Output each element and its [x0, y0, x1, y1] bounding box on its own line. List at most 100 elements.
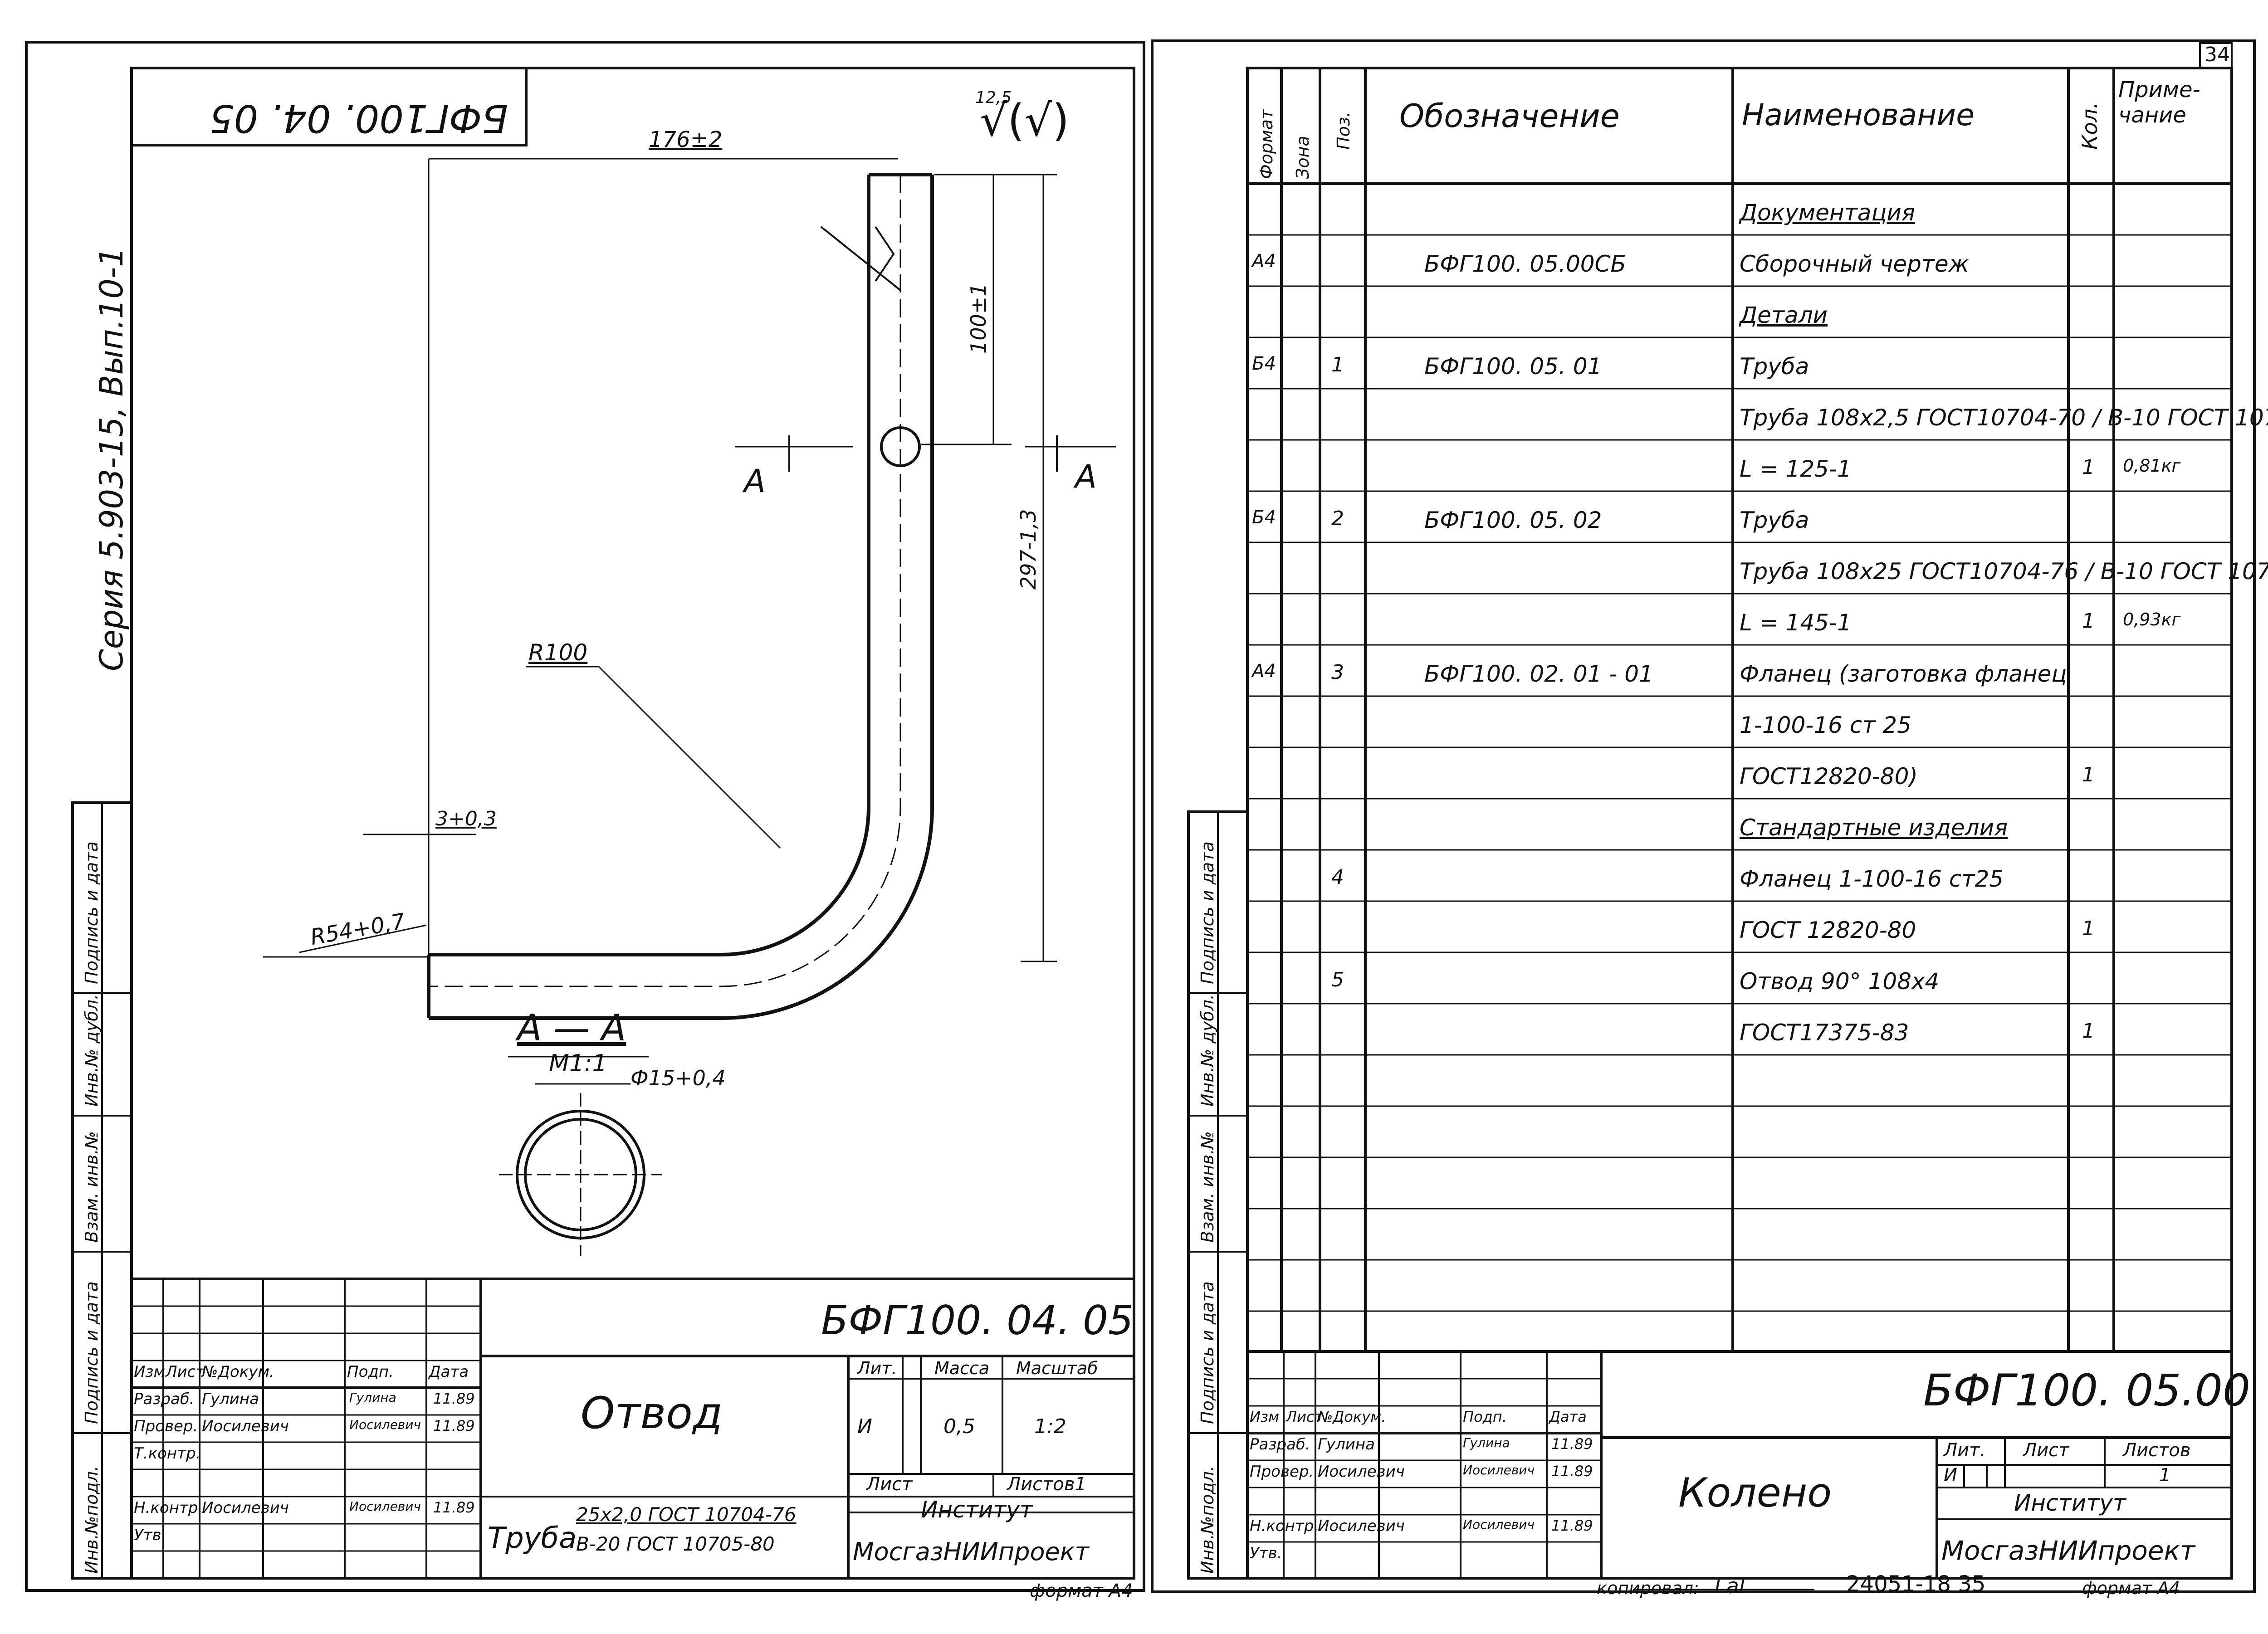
section-mark-right: A	[1075, 458, 1097, 495]
spec-h-zone: Зона	[1293, 136, 1313, 179]
left-stamp-3: Взам. инв.№	[82, 1131, 102, 1243]
spec-cell-designation: БФГ100. 05.00СБ	[1424, 251, 1626, 277]
right-tb-sheets-label: Листов	[2123, 1440, 2191, 1461]
spec-cell-name: Отвод 90° 108x4	[1740, 968, 1940, 995]
left-tb-institute-1: Институт	[921, 1497, 1033, 1523]
spec-cell-name: Документация	[1740, 200, 1915, 226]
spec-cell-name: 1-100-16 ст 25	[1740, 712, 1911, 738]
spec-cell-name: Труба 108x2,5 ГОСТ10704-70 / В-10 ГОСТ 1…	[1740, 405, 2268, 431]
doc-number: 24051-18 35	[1846, 1571, 1986, 1597]
spec-h-note: Приме-чание	[2118, 77, 2200, 128]
spec-cell-name: Труба	[1740, 507, 1809, 533]
left-tb-h1: Лист	[166, 1363, 205, 1381]
spec-cell-format: Б4	[1252, 353, 1276, 374]
left-tb-role-2: Т.контр.	[134, 1444, 201, 1463]
left-tb-mass: 0,5	[943, 1415, 975, 1438]
right-tb-code: БФГ100. 05.00	[1923, 1365, 2251, 1416]
spec-cell-designation: БФГ100. 02. 01 - 01	[1424, 661, 1653, 687]
left-tb-sign-0: Гулина	[349, 1390, 396, 1405]
right-tb-lit: И	[1944, 1465, 1957, 1486]
left-tb-h0: Изм	[134, 1363, 166, 1381]
spec-cell-name: L = 125-1	[1740, 456, 1852, 482]
rotated-code: БФГ100. 04. 05	[210, 96, 508, 141]
spec-cell-format: А4	[1252, 661, 1276, 682]
spec-cell-name: ГОСТ 12820-80	[1740, 917, 1916, 943]
right-format: формат А4	[2082, 1578, 2180, 1598]
left-tb-role-3: Н.контр.	[134, 1499, 203, 1517]
right-tb-sheets: 1	[2159, 1465, 2171, 1486]
spec-cell-name: Труба	[1740, 353, 1809, 380]
left-sheet	[25, 41, 1145, 1592]
left-stamp-1: Подпись и дата	[82, 841, 102, 984]
left-tb-institute-2: МосгазНИИпроект	[853, 1537, 1089, 1566]
dim-height-upper: 100±1	[966, 283, 991, 354]
section-title: А — А	[517, 1007, 626, 1049]
page-number: 34	[2204, 43, 2230, 66]
right-tb-date-0: 11.89	[1551, 1435, 1593, 1453]
left-format: формат А4	[1030, 1580, 1133, 1601]
right-tb-h2: №Докум.	[1318, 1408, 1386, 1425]
spec-cell-note: 0,93кг	[2123, 610, 2181, 629]
spec-cell-name: Труба 108x25 ГОСТ10704-76 / В-10 ГОСТ 10…	[1740, 558, 2268, 585]
right-tb-role-3: Н.контр.	[1250, 1517, 1319, 1535]
spec-cell-name: Сборочный чертеж	[1740, 251, 1969, 277]
spec-cell-pos: 2	[1331, 507, 1344, 530]
left-tb-name-1: Иосилевич	[202, 1417, 289, 1435]
spec-cell-qty: 1	[2082, 456, 2095, 479]
right-tb-name-0: Гулина	[1318, 1435, 1375, 1454]
left-tb-date-3: 11.89	[433, 1499, 475, 1516]
dim-radius: R100	[528, 639, 588, 666]
right-tb-lit-label: Лит.	[1944, 1440, 1986, 1461]
spec-cell-qty: 1	[2082, 1019, 2095, 1043]
left-stamp-4: Подпись и дата	[82, 1281, 102, 1424]
right-tb-sheet-label: Лист	[2023, 1440, 2069, 1461]
dim-wall: 3+0,3	[435, 807, 497, 830]
spec-cell-name: ГОСТ12820-80)	[1740, 763, 1918, 790]
right-tb-h4: Дата	[1549, 1408, 1587, 1425]
spec-cell-format: Б4	[1252, 507, 1276, 528]
right-tb-h3: Подп.	[1463, 1408, 1507, 1425]
spec-h-name: Наименование	[1742, 98, 1975, 132]
spec-cell-format: А4	[1252, 251, 1276, 272]
left-tb-scale-label: Масштаб	[1016, 1358, 1098, 1378]
left-tb-sign-1: Иосилевич	[349, 1417, 421, 1432]
spec-cell-qty: 1	[2082, 610, 2095, 633]
spec-h-qty: Кол.	[2077, 102, 2102, 150]
left-stamp-5: Инв.№подл.	[82, 1465, 102, 1574]
left-tb-date-1: 11.89	[433, 1417, 475, 1434]
spec-cell-pos: 1	[1331, 353, 1344, 376]
copied-signature: Lal	[1715, 1574, 1745, 1598]
left-tb-sheets-label: Листов1	[1007, 1474, 1086, 1495]
right-stamp-5: Инв.№подл.	[1198, 1465, 1217, 1574]
right-stamp-3: Взам. инв.№	[1198, 1131, 1217, 1243]
right-tb-role-1: Провер.	[1250, 1463, 1314, 1481]
spec-h-designation: Обозначение	[1399, 98, 1620, 135]
right-tb-sign-0: Гулина	[1463, 1435, 1510, 1450]
left-tb-sign-3: Иосилевич	[349, 1499, 421, 1514]
spec-cell-pos: 5	[1331, 968, 1344, 991]
spec-cell-designation: БФГ100. 05. 01	[1424, 353, 1602, 380]
right-tb-institute-2: МосгазНИИпроект	[1941, 1535, 2195, 1566]
right-tb-h0: Изм	[1250, 1408, 1280, 1425]
right-stamp-4: Подпись и дата	[1198, 1281, 1217, 1424]
spec-cell-qty: 1	[2082, 763, 2095, 786]
left-tb-role-4: Утв.	[134, 1526, 166, 1544]
section-mark-left: A	[744, 463, 766, 500]
section-scale: М1:1	[549, 1050, 607, 1077]
left-tb-sheet-label: Лист	[866, 1474, 913, 1495]
right-tb-date-3: 11.89	[1551, 1517, 1593, 1534]
spec-cell-note: 0,81кг	[2123, 456, 2181, 476]
spec-cell-name: L = 145-1	[1740, 610, 1852, 636]
right-tb-h1: Лист	[1286, 1408, 1323, 1425]
roughness-symbol: √(√)	[980, 95, 1070, 146]
spec-cell-name: Детали	[1740, 302, 1828, 328]
spec-h-pos: Поз.	[1334, 111, 1354, 150]
left-tb-name-0: Гулина	[202, 1390, 259, 1408]
spec-cell-qty: 1	[2082, 917, 2095, 940]
copied-label: копировал:	[1597, 1578, 1699, 1598]
spec-cell-name: Фланец 1-100-16 ст25	[1740, 866, 2004, 892]
left-stamp-2: Инв.№ дубл.	[82, 994, 102, 1107]
left-tb-mass-label: Масса	[934, 1358, 990, 1378]
spec-cell-designation: БФГ100. 05. 02	[1424, 507, 1602, 533]
spec-cell-name: Стандартные изделия	[1740, 815, 2008, 841]
